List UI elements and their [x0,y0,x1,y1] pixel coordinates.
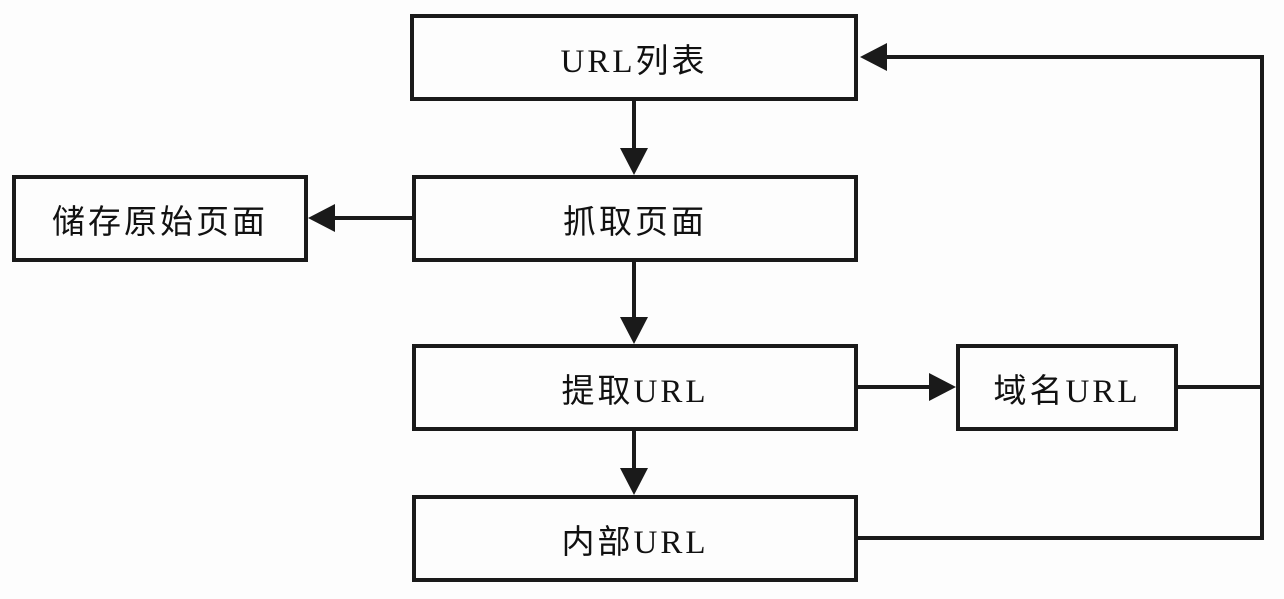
edge-internal-url-to-url-list-feedback [858,55,1264,540]
node-extract-url: 提取URL [412,344,858,431]
node-domain-url-label: 域名URL [993,373,1141,410]
node-internal-url: 内部URL [412,495,858,582]
node-crawl-page-label: 抓取页面 [563,204,707,241]
node-url-list-label: URL列表 [560,43,708,80]
arrowhead-left-url-list [860,43,887,71]
arrowhead-down-internal-url [620,468,648,495]
node-crawl-page: 抓取页面 [412,175,858,262]
node-domain-url: 域名URL [956,344,1178,431]
node-internal-url-label: 内部URL [561,524,709,561]
arrowhead-down-extract-url [620,317,648,344]
node-store-page-label: 储存原始页面 [52,204,268,241]
arrowhead-right-domain-url [929,373,956,401]
arrowhead-left-store-page [308,204,335,232]
node-store-page: 储存原始页面 [12,175,308,262]
arrowhead-down-crawl-page [620,148,648,175]
node-url-list: URL列表 [410,14,858,101]
node-extract-url-label: 提取URL [561,373,709,410]
